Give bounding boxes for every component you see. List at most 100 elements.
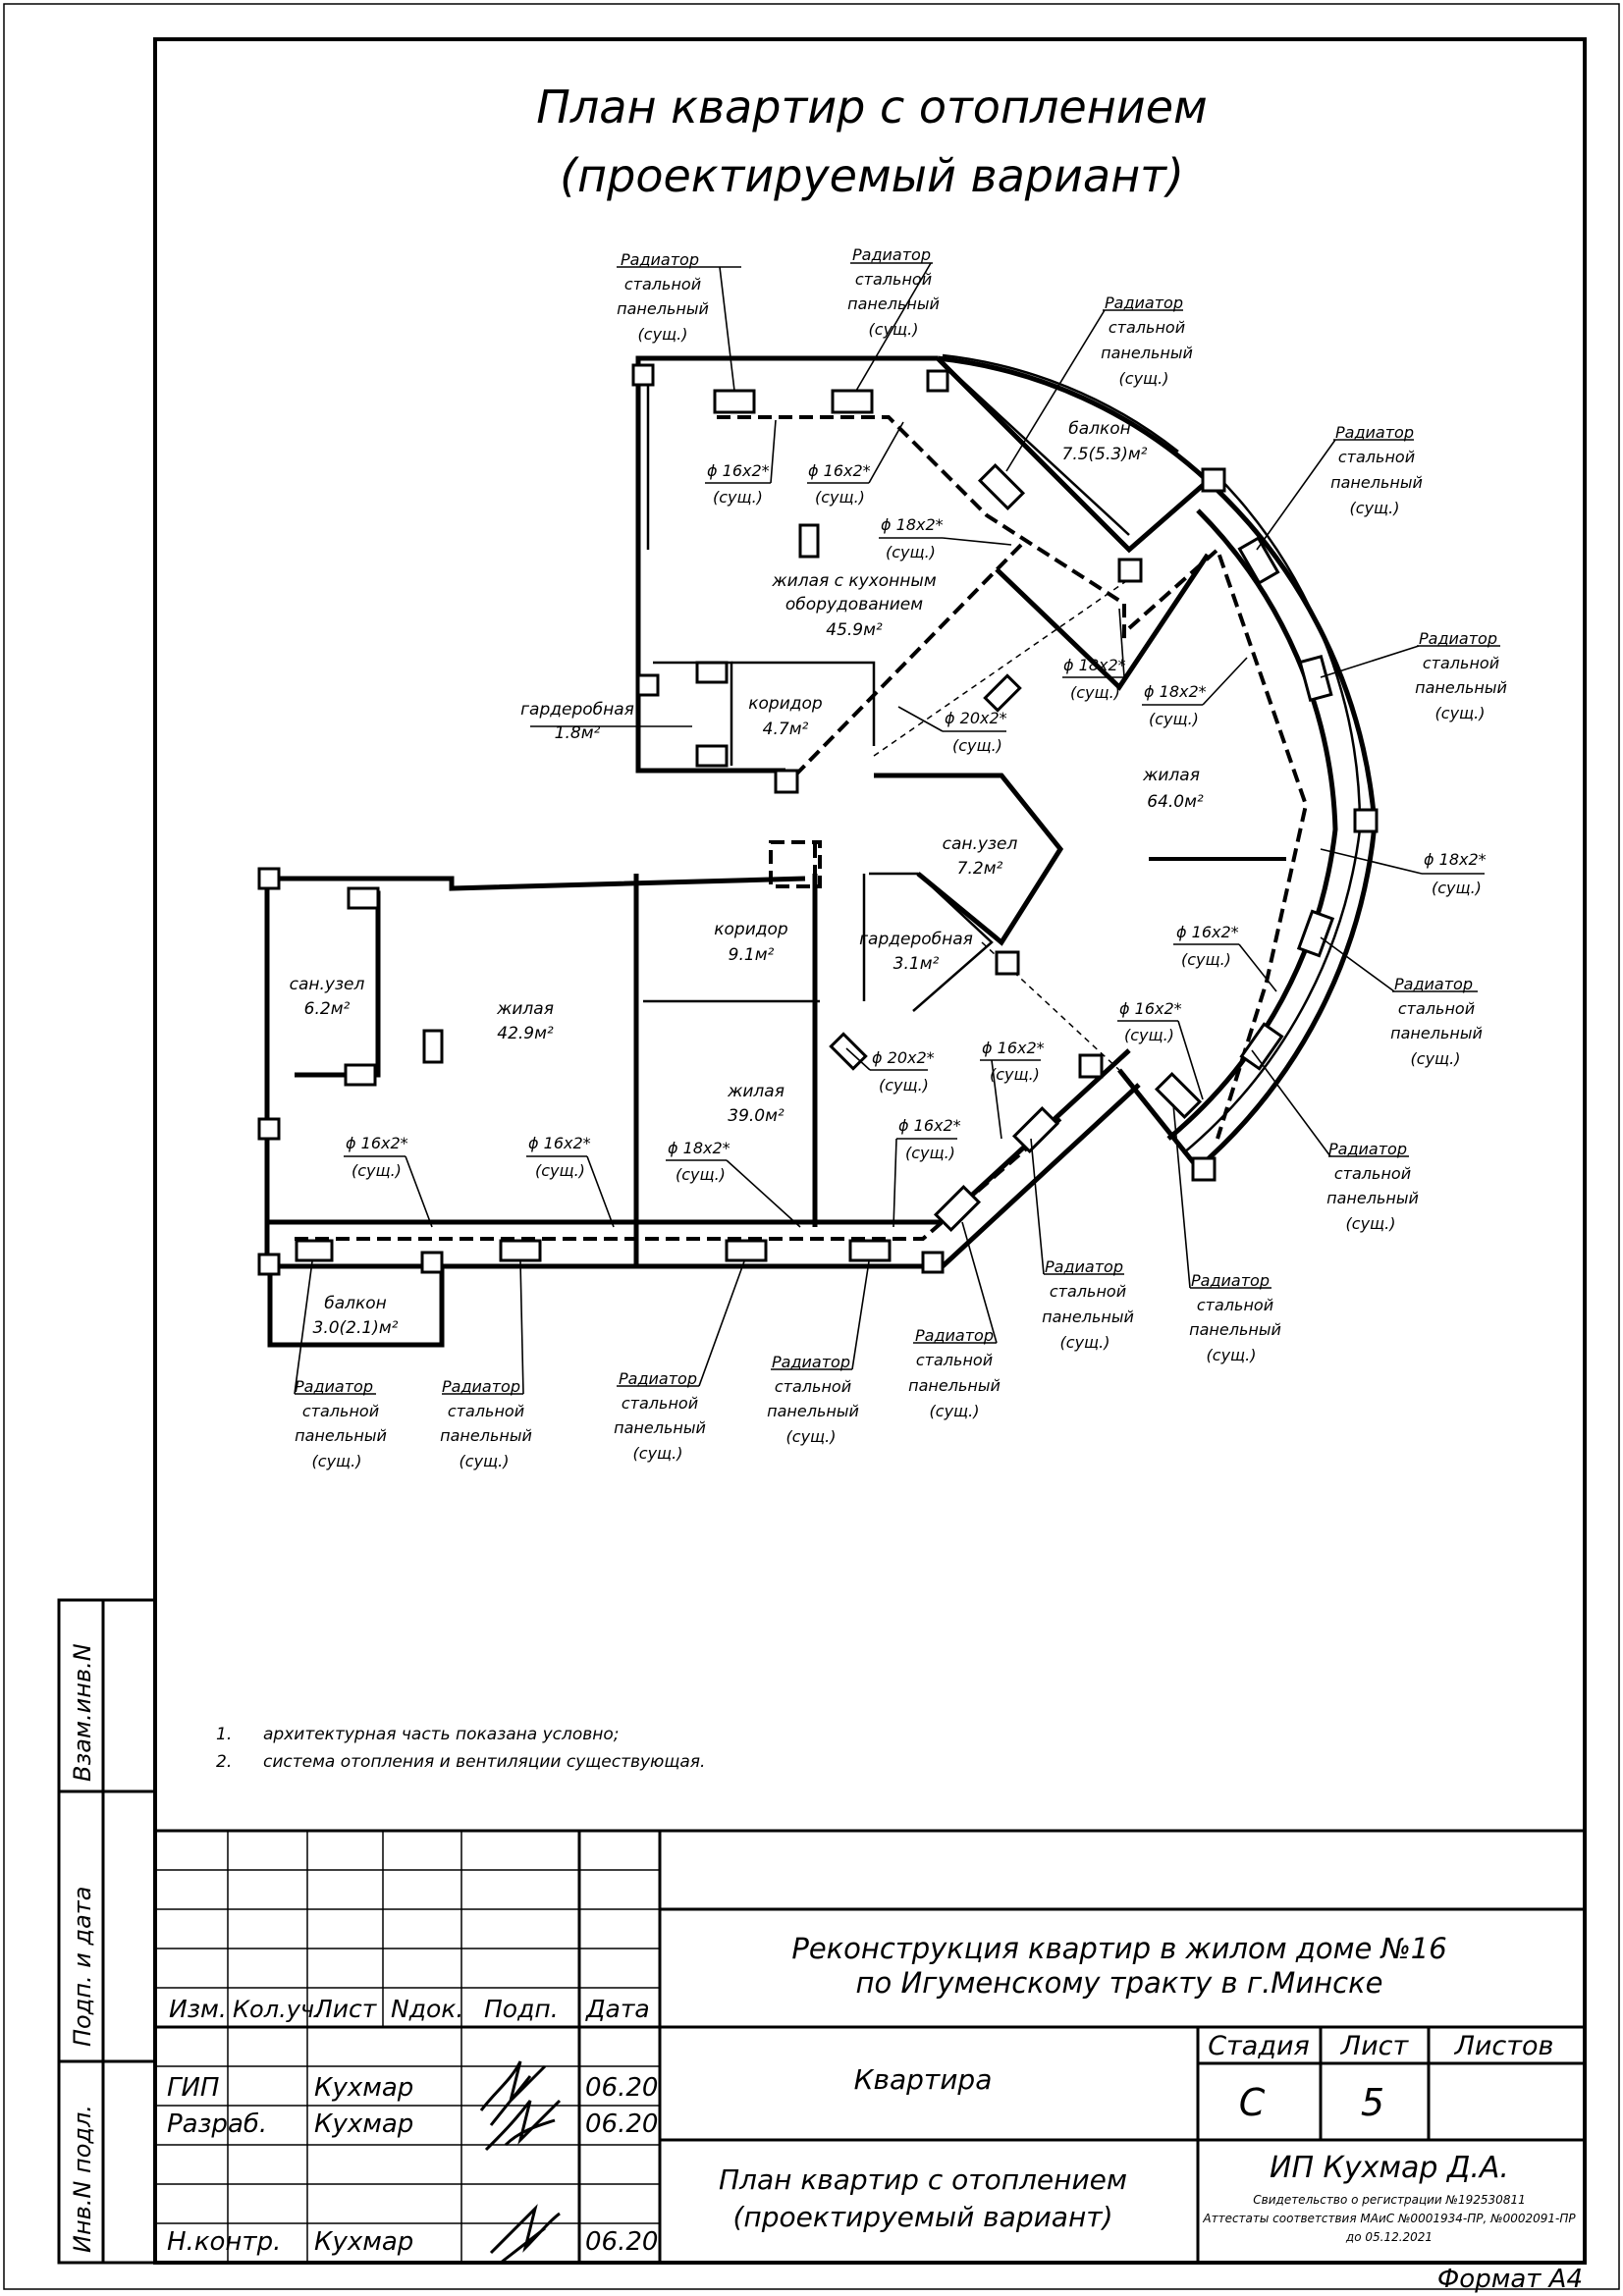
svg-text:(сущ.): (сущ.) <box>952 736 1002 755</box>
svg-text:(сущ.): (сущ.) <box>786 1427 837 1446</box>
room-area: 9.1м² <box>729 945 775 965</box>
svg-text:ϕ 16x2*: ϕ 16x2* <box>898 1116 961 1135</box>
svg-text:(сущ.): (сущ.) <box>1350 499 1400 517</box>
svg-text:(сущ.): (сущ.) <box>1124 1026 1174 1044</box>
room-name: оборудованием <box>785 595 923 614</box>
room-name: жилая <box>1142 766 1200 785</box>
columns <box>257 363 1379 1276</box>
svg-text:Радиатор: Радиатор <box>1419 629 1497 648</box>
wall-balcony-edge <box>937 357 1130 536</box>
pipe-riser-box <box>769 840 822 888</box>
svg-text:Радиатор: Радиатор <box>1191 1271 1270 1290</box>
svg-text:(сущ.): (сущ.) <box>1119 369 1169 388</box>
room-area: 4.7м² <box>763 720 809 739</box>
stamp-vzam: Взам.инв.N <box>69 1643 96 1782</box>
pipe-upper <box>717 415 1126 643</box>
dash-diag-2 <box>981 941 1120 1071</box>
svg-text:(сущ.): (сущ.) <box>1411 1049 1461 1068</box>
side-stamps: Взам.инв.N Подп. и дата Инв.N подл. <box>57 1598 155 2265</box>
svg-text:1.: 1. <box>216 1725 232 1744</box>
svg-text:ϕ 20x2*: ϕ 20x2* <box>872 1048 935 1067</box>
svg-text:Радиатор: Радиатор <box>852 245 931 264</box>
wall-lower-diag3 <box>1117 1068 1200 1170</box>
svg-text:ϕ 18x2*: ϕ 18x2* <box>1424 850 1487 869</box>
svg-text:(сущ.): (сущ.) <box>638 325 688 344</box>
project-line1: Реконструкция квартир в жилом доме №16 <box>791 1932 1446 1965</box>
svg-text:(сущ.): (сущ.) <box>990 1065 1040 1084</box>
wall-diag-inner <box>995 553 1211 691</box>
radiator <box>1239 1022 1284 1071</box>
room-name: гардеробная <box>520 700 634 720</box>
svg-text:ϕ 16x2*: ϕ 16x2* <box>528 1134 591 1152</box>
svg-text:Радиатор: Радиатор <box>1394 975 1473 993</box>
radiator <box>1011 1105 1060 1154</box>
svg-text:Радиатор: Радиатор <box>295 1377 373 1396</box>
room-area: 64.0м² <box>1147 792 1204 812</box>
svg-text:стальной: стальной <box>1197 1296 1273 1314</box>
radiator-callout: Радиатор стальной панельный (сущ.) <box>1005 294 1193 472</box>
role-nkontr: Н.контр. <box>167 2227 281 2257</box>
svg-text:(сущ.): (сущ.) <box>633 1444 683 1463</box>
tb-header: Кол.уч. <box>233 1996 322 2023</box>
svg-text:(сущ.): (сущ.) <box>460 1452 510 1470</box>
sheet-header: Лист <box>1340 2031 1410 2061</box>
radiator <box>422 1029 444 1064</box>
svg-text:(сущ.): (сущ.) <box>676 1165 726 1184</box>
radiator-callout: Радиатор стальной панельный (сущ.) <box>1256 423 1423 551</box>
title-line1: План квартир с отоплением <box>536 80 1207 133</box>
svg-text:стальной: стальной <box>1109 318 1185 337</box>
room-name: балкон <box>1068 419 1131 439</box>
svg-text:Радиатор: Радиатор <box>1328 1140 1407 1158</box>
name-nkontr: Кухмар <box>314 2227 413 2257</box>
signature <box>479 2060 562 2265</box>
svg-text:стальной: стальной <box>775 1377 851 1396</box>
svg-text:(сущ.): (сущ.) <box>352 1161 402 1180</box>
svg-text:панельный: панельный <box>1330 473 1423 492</box>
radiator <box>725 1239 768 1262</box>
svg-text:стальной: стальной <box>622 1394 698 1413</box>
org-name: ИП Кухмар Д.А. <box>1270 2151 1509 2185</box>
name-razrab: Кухмар <box>314 2109 413 2139</box>
tb-header: Изм. <box>169 1995 227 2023</box>
radiator-callout: Радиатор стальной панельный (сущ.) <box>908 1221 1001 1420</box>
radiator-callout: Радиатор стальной панельный (сущ.) <box>1320 629 1507 722</box>
org-line1: Свидетельство о регистрации №192530811 <box>1253 2193 1525 2207</box>
radiator-callout: Радиатор стальной панельный (сущ.) <box>294 1260 387 1470</box>
tb-header: Nдок. <box>391 1995 463 2023</box>
svg-text:система отопления и вентиляции: система отопления и вентиляции существую… <box>263 1752 705 1772</box>
radiator <box>1237 536 1280 585</box>
role-gip: ГИП <box>167 2073 220 2103</box>
radiator-callout: Радиатор стальной панельный (сущ.) <box>1030 1138 1134 1352</box>
room-area: 7.5(5.3)м² <box>1062 445 1148 464</box>
sheet-title-line2: (проектируемый вариант) <box>732 2201 1112 2233</box>
radiators <box>295 389 1335 1262</box>
date-nkontr: 06.20 <box>585 2227 658 2257</box>
radiator-callout: Радиатор стальной панельный (сущ.) <box>614 1260 745 1463</box>
svg-text:Радиатор: Радиатор <box>1045 1257 1123 1276</box>
title-line2: (проектируемый вариант) <box>560 149 1184 202</box>
svg-text:(сущ.): (сущ.) <box>1060 1333 1110 1352</box>
pipe-callouts: ϕ 16x2* (сущ.) ϕ 16x2* (сущ.) ϕ 18x2* (сущ.… <box>344 419 1487 1228</box>
tb-header: Дата <box>585 1995 650 2023</box>
svg-text:панельный: панельный <box>1415 678 1507 697</box>
svg-text:ϕ 20x2*: ϕ 20x2* <box>945 709 1007 727</box>
svg-text:панельный: панельный <box>617 299 709 318</box>
radiator <box>848 1239 892 1262</box>
date-razrab: 06.20 <box>585 2109 658 2139</box>
svg-text:стальной: стальной <box>302 1402 379 1420</box>
radiator <box>499 1239 542 1262</box>
radiator <box>1298 654 1333 703</box>
svg-text:панельный: панельный <box>847 294 940 313</box>
svg-text:стальной: стальной <box>1334 1164 1411 1183</box>
stamp-inv: Инв.N подл. <box>69 2105 96 2253</box>
room-name: коридор <box>748 694 823 714</box>
svg-text:(сущ.): (сущ.) <box>879 1076 929 1095</box>
tb-header: Подп. <box>484 1995 559 2023</box>
wall-lower-outer <box>265 876 806 891</box>
svg-text:ϕ 16x2*: ϕ 16x2* <box>982 1039 1045 1057</box>
room-name: жилая <box>496 999 554 1019</box>
svg-text:(сущ.): (сущ.) <box>815 488 865 507</box>
svg-text:панельный: панельный <box>1326 1189 1419 1207</box>
sheet-frame <box>153 37 1587 2265</box>
